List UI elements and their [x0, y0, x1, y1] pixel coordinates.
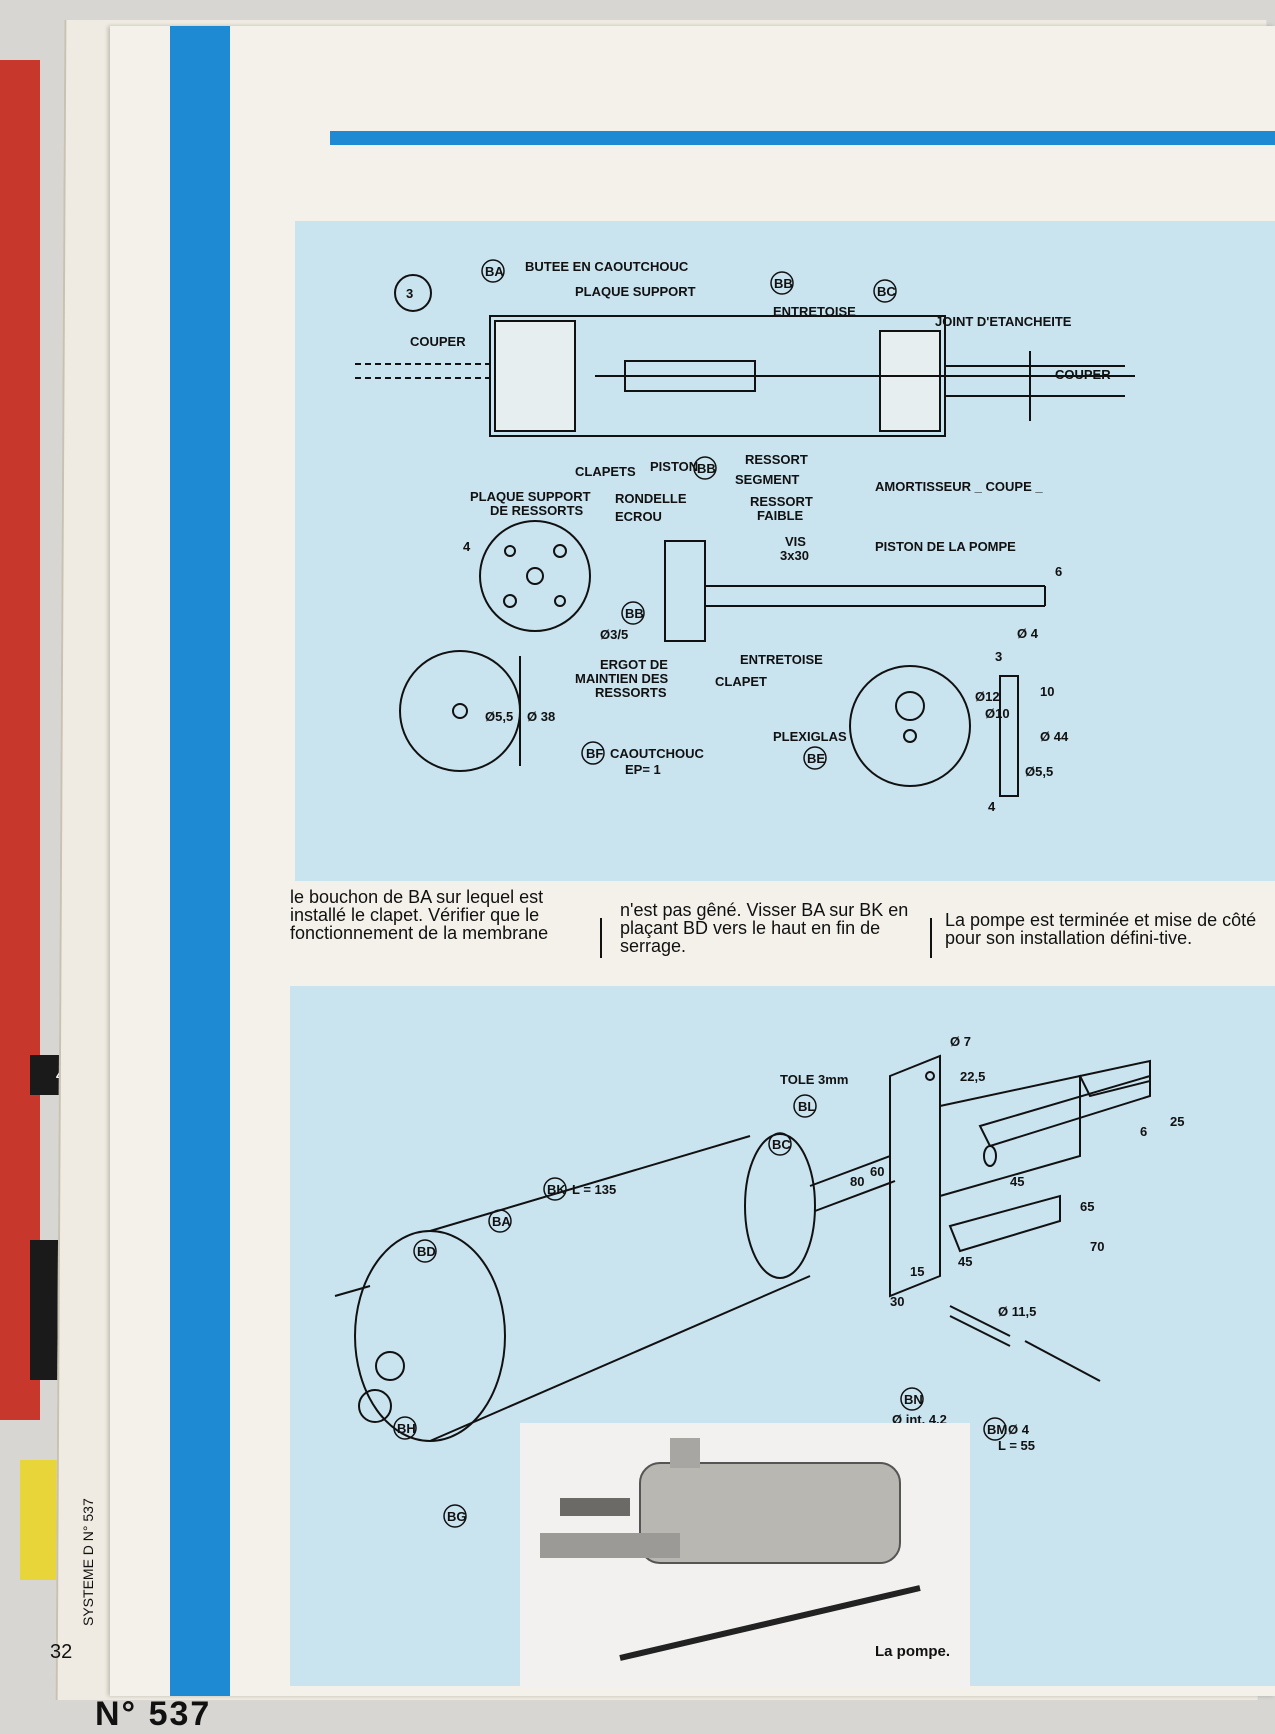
callout-bh: BH: [397, 1421, 416, 1436]
label-ergot-3: RESSORTS: [595, 685, 667, 700]
label-butee: BUTEE EN CAOUTCHOUC: [525, 259, 689, 274]
callout-bd: BD: [417, 1244, 436, 1259]
photo-caption: La pompe.: [875, 1643, 951, 1660]
adjacent-page-yellow-edge: [20, 1460, 60, 1580]
figure-3-drawing: 3 BA BUTEE EN CAOUTCHOUC PLAQUE SUPPORT …: [355, 259, 1135, 814]
label-ergot-2: MAINTIEN DES: [575, 671, 669, 686]
label-plaque-ressorts-1: PLAQUE SUPPORT: [470, 489, 591, 504]
callout-bb-2: BB: [697, 461, 716, 476]
callout-bb-3: BB: [625, 606, 644, 621]
dim-70: 70: [1090, 1239, 1104, 1254]
label-clapets: CLAPETS: [575, 464, 636, 479]
figure-3-panel: 3 BA BUTEE EN CAOUTCHOUC PLAQUE SUPPORT …: [295, 221, 1275, 881]
label-ecrou: ECROU: [615, 509, 662, 524]
callout-bb: BB: [774, 276, 793, 291]
label-ep: EP= 1: [625, 762, 661, 777]
label-ergot-1: ERGOT DE: [600, 657, 668, 672]
dim-o38: Ø 38: [527, 709, 555, 724]
callout-bf: BF: [586, 746, 603, 761]
label-joint: JOINT D'ETANCHEITE: [935, 314, 1072, 329]
label-bk-length: L = 135: [572, 1182, 616, 1197]
text-column-3: La pompe est terminée et mise de côté po…: [945, 910, 1257, 948]
label-plexiglas: PLEXIGLAS: [773, 729, 847, 744]
dim-o44: Ø 44: [1040, 729, 1069, 744]
label-ressort-faible-1: RESSORT: [750, 494, 813, 509]
figure-4-drawing: Ø 7 TOLE 3mm BL 22,5 BC BK L = 135 BA BD…: [334, 1034, 1184, 1528]
label-entretoise: ENTRETOISE: [773, 304, 856, 319]
dim-25: 25: [1170, 1114, 1184, 1129]
label-piston: PISTON: [650, 459, 698, 474]
callout-bc: BC: [877, 284, 896, 299]
dim-10: 10: [1040, 684, 1054, 699]
label-plaque-ressorts-2: DE RESSORTS: [490, 503, 584, 518]
label-piston-pompe: PISTON DE LA POMPE: [875, 539, 1016, 554]
label-tole: TOLE 3mm: [780, 1072, 848, 1087]
label-plaque-support: PLAQUE SUPPORT: [575, 284, 696, 299]
callout-bn: BN: [904, 1392, 923, 1407]
dim-60: 60: [870, 1164, 884, 1179]
adjacent-page-red-edge: [0, 60, 40, 1420]
callout-bc: BC: [772, 1137, 791, 1152]
dim-80: 80: [850, 1174, 864, 1189]
label-caoutchouc: CAOUTCHOUC: [610, 746, 704, 761]
callout-ba: BA: [492, 1214, 511, 1229]
dim-30: 30: [890, 1294, 904, 1309]
pump-photo: [520, 1423, 970, 1688]
dim-o11-5: Ø 11,5: [998, 1304, 1036, 1319]
dim-bm-length: L = 55: [998, 1438, 1035, 1453]
label-entretoise-2: ENTRETOISE: [740, 652, 823, 667]
dim-o7: Ø 7: [950, 1034, 971, 1049]
label-amortisseur: AMORTISSEUR _ COUPE _: [875, 479, 1043, 494]
pump-photo-image: [520, 1423, 970, 1688]
magazine-page: 3 BA BUTEE EN CAOUTCHOUC PLAQUE SUPPORT …: [50, 26, 1275, 1696]
dim-o10: Ø10: [985, 706, 1010, 721]
callout-bm: BM: [987, 1422, 1007, 1437]
blue-header-rule: [330, 131, 1275, 145]
text-column-1: le bouchon de BA sur lequel est installé…: [290, 887, 549, 943]
callout-bl: BL: [798, 1099, 815, 1114]
dim-o12: Ø12: [975, 689, 1000, 704]
page-number: 32: [50, 1641, 73, 1663]
dim-6: 6: [1055, 564, 1062, 579]
dim-15: 15: [910, 1264, 924, 1279]
running-head: SYSTEME D N° 537: [80, 1498, 96, 1626]
blue-margin-band: [170, 26, 230, 1696]
dim-45b: 45: [958, 1254, 972, 1269]
column-separator: [930, 918, 932, 958]
callout-ba: BA: [485, 264, 504, 279]
label-ressort: RESSORT: [745, 452, 808, 467]
callout-bg: BG: [447, 1509, 467, 1524]
label-rondelle: RONDELLE: [615, 491, 687, 506]
label-couper-left: COUPER: [410, 334, 466, 349]
text-column-2: n'est pas gêné. Visser BA sur BK en plaç…: [620, 900, 909, 956]
dim-22-5: 22,5: [960, 1069, 985, 1084]
dim-4: 4: [463, 539, 471, 554]
callout-be: BE: [807, 751, 825, 766]
label-clapet: CLAPET: [715, 674, 767, 689]
callout-bk: BK: [547, 1182, 566, 1197]
dim-4b: 4: [988, 799, 996, 814]
label-segment: SEGMENT: [735, 472, 799, 487]
label-vis-2: 3x30: [780, 548, 809, 563]
label-vis-1: VIS: [785, 534, 806, 549]
dim-3: 3: [995, 649, 1002, 664]
dim-45: 45: [1010, 1174, 1024, 1189]
dim-o5-5b: Ø5,5: [1025, 764, 1053, 779]
label-ressort-faible-2: FAIBLE: [757, 508, 804, 523]
label-couper-right: COUPER: [1055, 367, 1111, 382]
dim-o3-5: Ø3/5: [600, 627, 628, 642]
dim-o5-5: Ø5,5: [485, 709, 513, 724]
dim-6: 6: [1140, 1124, 1147, 1139]
figure-number: 3: [406, 286, 413, 301]
issue-label: N° 537: [95, 1695, 212, 1733]
dim-bm: Ø 4: [1008, 1422, 1030, 1437]
column-separator: [600, 918, 602, 958]
dim-65: 65: [1080, 1199, 1094, 1214]
dim-o4: Ø 4: [1017, 626, 1039, 641]
